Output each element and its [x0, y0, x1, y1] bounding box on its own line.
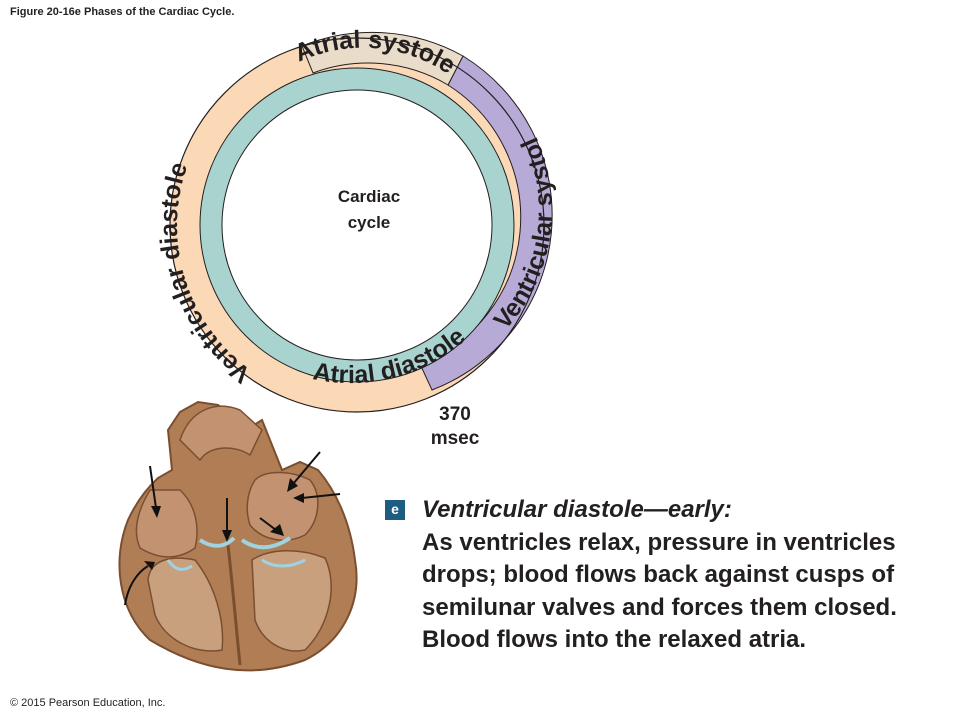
flow-arrowhead-3 [270, 524, 284, 536]
center-label-line2: cycle [348, 213, 391, 232]
atrial-systole-arc [301, 31, 464, 86]
ventricular-systole-arc [419, 55, 553, 391]
heart-illustration [118, 400, 358, 672]
center-label-line1: Cardiac [338, 187, 400, 206]
flow-arrow-3 [259, 517, 277, 531]
left-ventricle [147, 557, 224, 652]
left-atrium [135, 489, 198, 558]
figure-title: Figure 20-16e Phases of the Cardiac Cycl… [10, 6, 235, 18]
time-unit: msec [430, 428, 480, 449]
septum [226, 544, 242, 666]
semilunar-valve-right [240, 536, 292, 550]
av-valve-left [166, 559, 193, 571]
right-ventricle [251, 550, 332, 652]
panel-badge: e [385, 500, 405, 520]
phase-body: As ventricles relax, pressure in ventric… [422, 528, 897, 654]
phase-description: Ventricular diastole—early: As ventricle… [422, 494, 942, 657]
aorta [179, 405, 263, 462]
right-atrium [246, 471, 319, 541]
flow-arrowhead-6 [144, 561, 155, 570]
flow-arrow-4 [292, 451, 321, 485]
flow-arrowhead-1 [151, 506, 161, 518]
flow-arrow-6 [124, 565, 149, 606]
flow-arrow-5 [301, 493, 341, 499]
flow-arrowhead-4 [287, 478, 298, 492]
semilunar-valve-left [198, 536, 236, 548]
flow-arrowhead-2 [222, 530, 232, 542]
copyright-notice: © 2015 Pearson Education, Inc. [10, 697, 166, 709]
phase-heading: Ventricular diastole—early: [422, 496, 732, 523]
time-marker: 370 msec [420, 403, 490, 451]
flow-arrowhead-5 [293, 493, 304, 503]
time-value: 370 [439, 404, 471, 425]
av-valve-right [261, 558, 306, 568]
atrial-diastole-ring [200, 68, 514, 382]
flow-arrow-1 [149, 465, 157, 509]
